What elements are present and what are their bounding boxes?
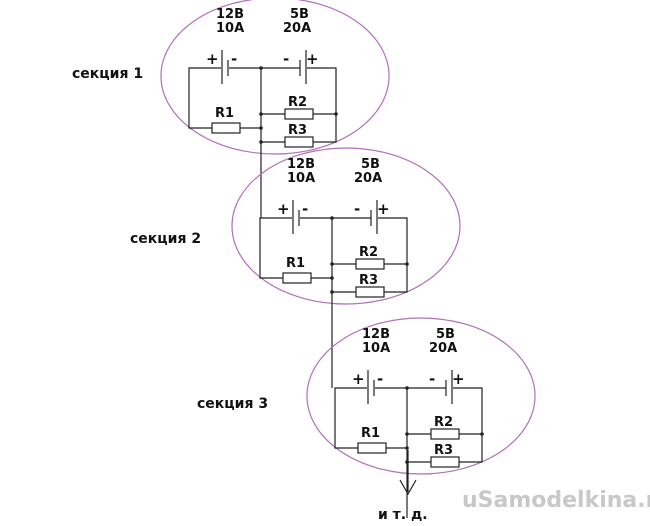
battery2-voltage: 5В: [290, 7, 309, 22]
battery1-plus: +: [352, 370, 365, 388]
battery2-minus: -: [283, 50, 289, 68]
arrow-down-icon: [399, 479, 417, 496]
battery2-plus: +: [306, 50, 319, 68]
junction-dot: [405, 262, 409, 266]
r2-label: R2: [434, 415, 453, 430]
battery1-minus: -: [231, 50, 237, 68]
junction-dot: [259, 126, 263, 130]
resistor-r2: [430, 428, 460, 440]
wire-right: [453, 387, 483, 463]
section-label: секция 3: [197, 396, 268, 412]
battery2-minus: -: [429, 370, 435, 388]
junction-dot: [259, 112, 263, 116]
battery2-plus: +: [377, 200, 390, 218]
battery2-voltage: 5В: [361, 157, 380, 172]
battery1-current: 10А: [216, 21, 244, 36]
junction-dot: [334, 112, 338, 116]
r1-label: R1: [215, 106, 234, 121]
resistor-r1: [211, 122, 241, 134]
junction-dot: [480, 432, 484, 436]
resistor-r2: [284, 108, 314, 120]
junction-dot: [405, 432, 409, 436]
junction-dot: [330, 290, 334, 294]
watermark: uSamodelkina.ru: [462, 488, 650, 513]
battery2-current: 20А: [283, 21, 311, 36]
section-boundary: [160, 0, 390, 155]
battery2-voltage: 5В: [436, 327, 455, 342]
resistor-r3: [430, 456, 460, 468]
resistor-r3: [355, 286, 385, 298]
junction-dot: [330, 276, 334, 280]
battery1-plus: +: [206, 50, 219, 68]
section-boundary: [306, 317, 536, 475]
wire-left: [259, 217, 292, 279]
resistor-r2: [355, 258, 385, 270]
battery1-voltage: 12В: [287, 157, 315, 172]
battery1-voltage: 12В: [216, 7, 244, 22]
wire-right: [307, 67, 337, 143]
continuation-label: и т. д.: [378, 507, 428, 523]
junction-dot: [259, 140, 263, 144]
section-boundary: [231, 147, 461, 305]
junction-dot: [259, 66, 263, 70]
section-label: секция 2: [130, 231, 201, 247]
junction-dot: [330, 262, 334, 266]
battery2-plus: +: [452, 370, 465, 388]
resistor-r3: [284, 136, 314, 148]
wire-left: [188, 67, 221, 129]
battery2-minus: -: [354, 200, 360, 218]
wire-left: [334, 387, 367, 449]
battery2-current: 20А: [429, 341, 457, 356]
battery2-current: 20А: [354, 171, 382, 186]
junction-dot: [405, 386, 409, 390]
r3-label: R3: [434, 443, 453, 458]
battery1-minus: -: [377, 370, 383, 388]
resistor-r1: [282, 272, 312, 284]
r1-label: R1: [286, 256, 305, 271]
battery1-current: 10А: [287, 171, 315, 186]
wire-right: [378, 217, 408, 293]
r3-label: R3: [288, 123, 307, 138]
battery1-current: 10А: [362, 341, 390, 356]
section-label: секция 1: [72, 66, 143, 82]
r2-label: R2: [288, 95, 307, 110]
resistor-r1: [357, 442, 387, 454]
junction-dot: [405, 446, 409, 450]
r2-label: R2: [359, 245, 378, 260]
battery1-plus: +: [277, 200, 290, 218]
junction-dot: [330, 216, 334, 220]
r1-label: R1: [361, 426, 380, 441]
battery1-minus: -: [302, 200, 308, 218]
r3-label: R3: [359, 273, 378, 288]
battery1-voltage: 12В: [362, 327, 390, 342]
